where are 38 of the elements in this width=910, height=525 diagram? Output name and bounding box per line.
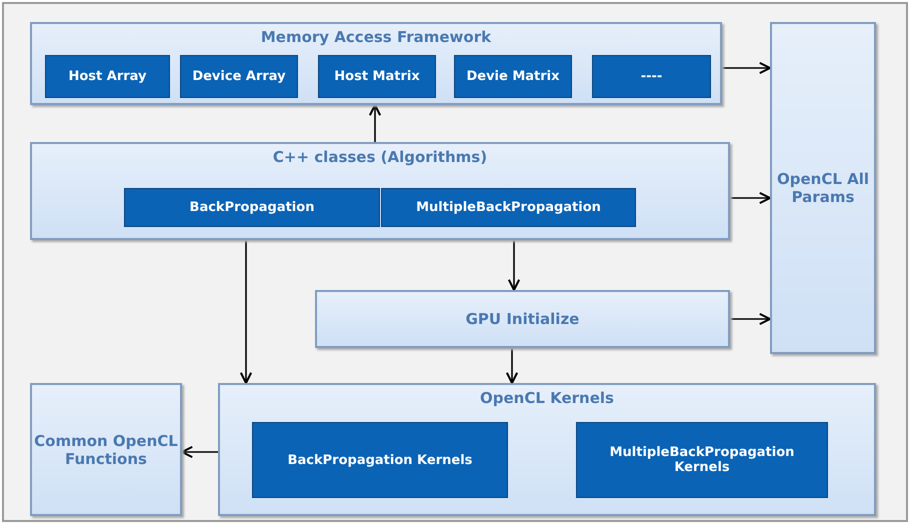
node-label: GPU Initialize [466, 310, 580, 328]
arrow [730, 312, 772, 326]
component-box [576, 422, 828, 498]
component-box [45, 55, 170, 98]
container-box [30, 22, 722, 105]
node-label: Device Array [191, 69, 287, 84]
node-label: Devie Matrix [465, 69, 561, 84]
node-label: MultipleBackPropagation [415, 200, 602, 215]
component-box [252, 422, 508, 498]
node-label: MultipleBackPropagation Kernels [608, 445, 796, 475]
node-label: Common OpenCL Functions [33, 432, 179, 468]
arrow [368, 104, 382, 142]
container-box [770, 22, 876, 354]
arrow [722, 62, 772, 74]
component-box [318, 55, 436, 98]
arrow [506, 348, 518, 384]
component-box [124, 188, 380, 227]
component-box [592, 55, 711, 98]
node-label: OpenCL All Params [776, 170, 870, 206]
container-box [218, 383, 876, 516]
arrow [508, 240, 520, 292]
component-box [381, 188, 636, 227]
node-label: Host Array [67, 69, 148, 84]
component-box [454, 55, 572, 98]
component-box [180, 55, 298, 98]
container-box [30, 383, 182, 516]
node-label: ---- [640, 69, 664, 84]
node-label: OpenCL Kernels [480, 389, 614, 407]
container-box [30, 142, 730, 240]
node-label: BackPropagation [188, 200, 316, 215]
arrow [180, 446, 218, 458]
arrow [730, 192, 772, 204]
node-label: BackPropagation Kernels [286, 452, 474, 468]
arrow [240, 240, 252, 384]
container-box [315, 290, 730, 348]
node-label: Host Matrix [333, 69, 421, 84]
node-label: Memory Access Framework [260, 28, 492, 46]
node-label: C++ classes (Algorithms) [272, 148, 488, 166]
